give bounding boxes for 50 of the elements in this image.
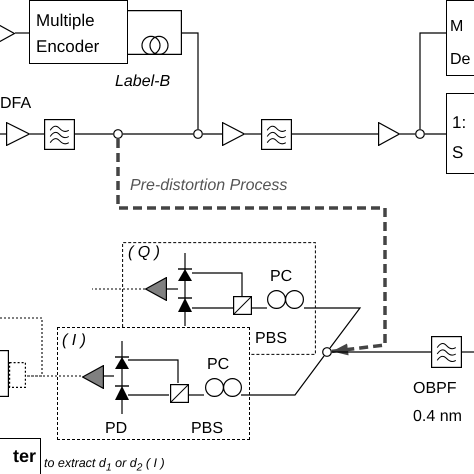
group-title: ( Q ) [128,243,161,263]
connector-line [30,133,44,135]
connector-line [241,356,324,396]
connector-line [292,133,378,135]
component-label: PD [105,420,128,438]
connector-line [128,394,169,396]
connector-line [203,133,222,135]
component-label: DFA [0,95,32,113]
connector-line [245,133,261,135]
connector-line [0,317,43,377]
note: Label-B [115,72,172,92]
connector-line [400,133,415,135]
box-label: M De [450,17,472,70]
connector-line [332,351,431,353]
connector-line [252,307,267,309]
component-label: PBS [191,420,224,438]
connector-line [128,359,179,383]
connector-line [0,133,6,135]
group-title: ( I ) [62,331,87,351]
connector-line [182,32,199,129]
component-label: OBPF [413,380,458,398]
box-label: Multiple Encoder [36,10,100,58]
connector-line [192,307,233,309]
component-box [446,0,474,76]
component-label: PBS [255,330,288,348]
connector-line [462,351,474,353]
connector-line [123,133,193,135]
connector-line [167,288,178,290]
box-label: 1: S [452,112,468,164]
component-label: PC [207,356,230,374]
component-box [446,93,474,174]
box-label: ter [12,445,36,467]
connector-line [15,32,29,34]
edge-label: Pre-distortion Process [130,176,288,196]
note: to extract d$_{1}$ or d$_{2}$ ( I ) [44,455,166,474]
connector-line [425,133,446,135]
dashed-frame [57,327,250,440]
connector-line [103,375,114,377]
connector-line [192,272,243,296]
arrow [116,139,387,356]
component-label: 0.4 nm [413,408,463,426]
connector-line [92,288,145,290]
connector-line [419,32,446,129]
component-box [0,438,41,474]
connector-line [75,133,113,135]
component-box [29,0,128,64]
component-label: PC [270,268,294,286]
connector-line [188,394,204,396]
connector-line [304,307,362,348]
connector-line [26,375,81,377]
